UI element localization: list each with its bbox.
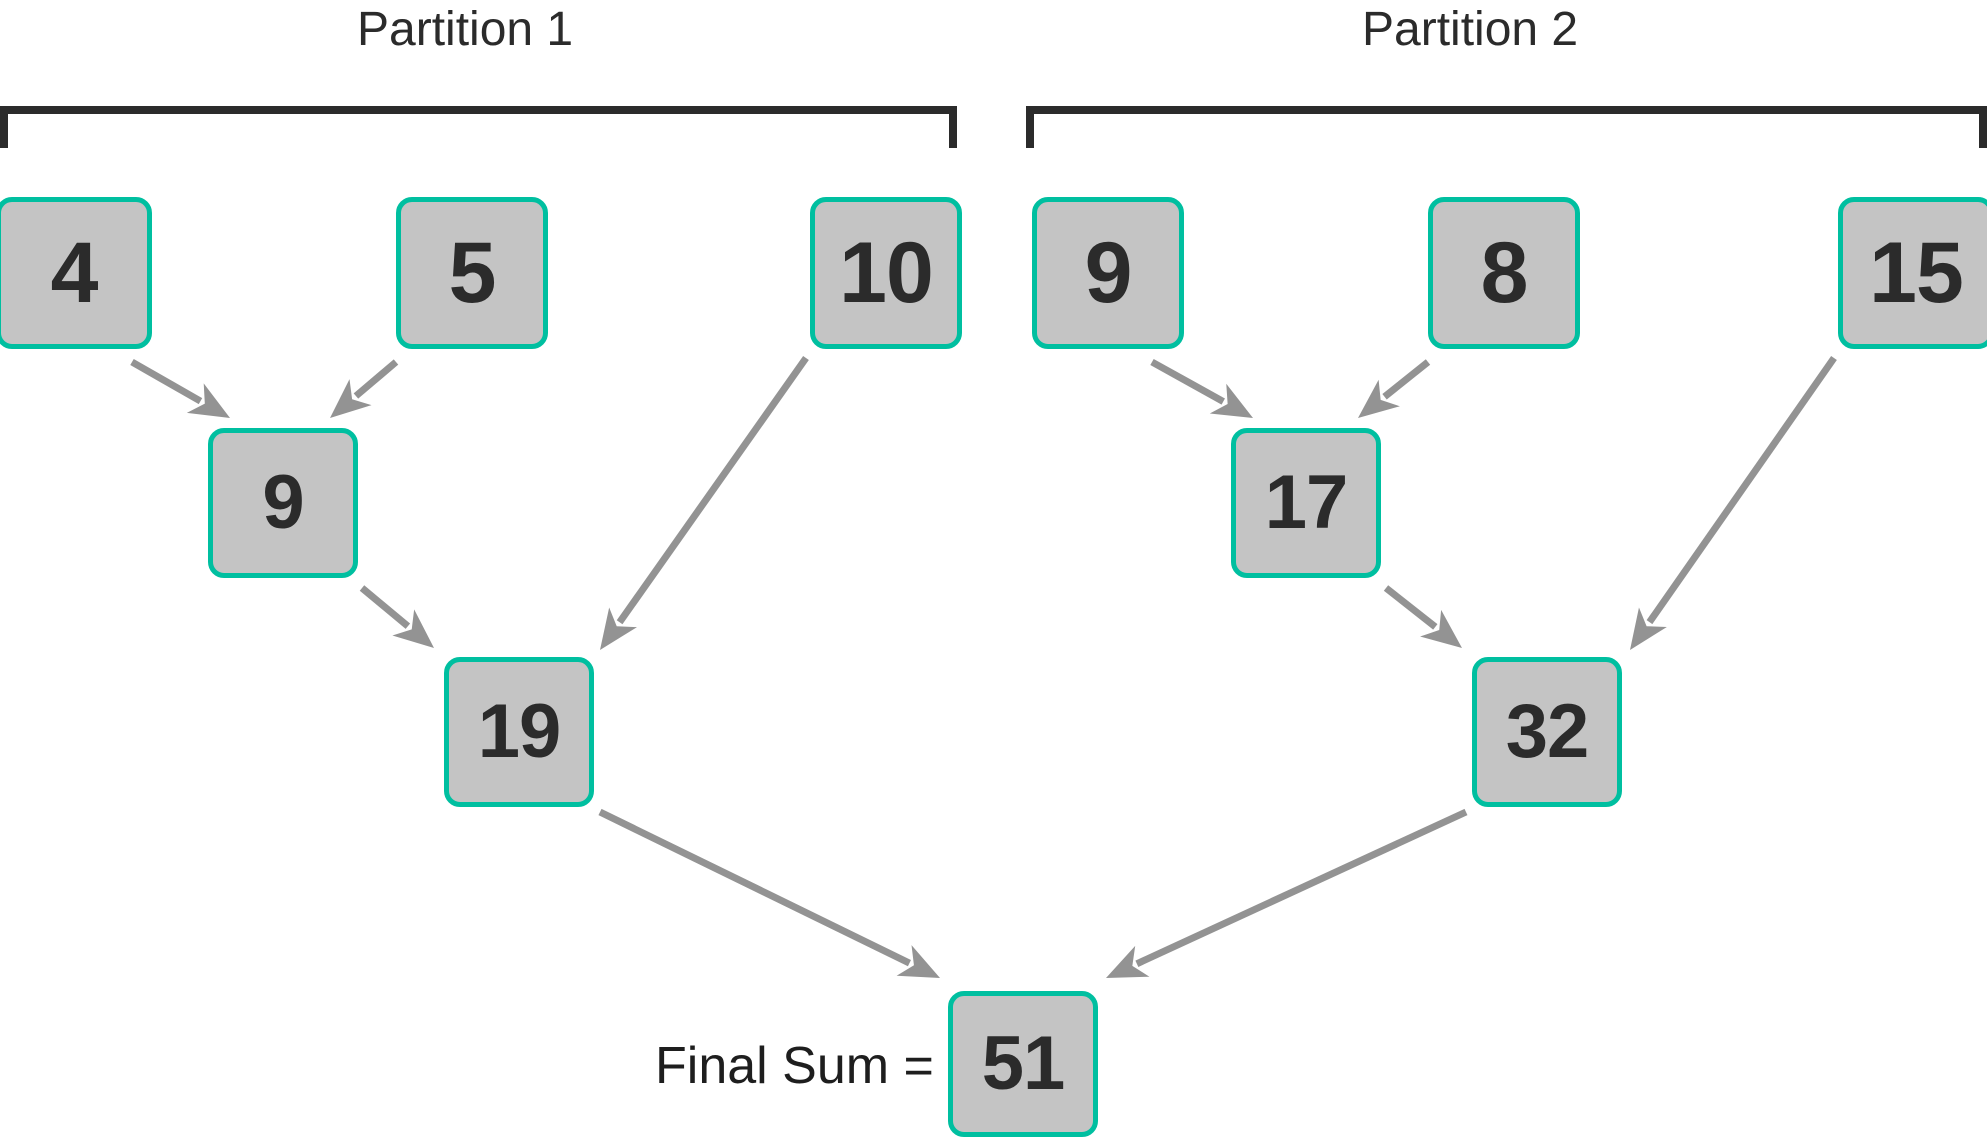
node-leaf-10[interactable]: 10 — [810, 197, 962, 349]
node-total-51[interactable]: 51 — [948, 991, 1098, 1137]
node-leaf-8[interactable]: 8 — [1428, 197, 1580, 349]
node-value: 4 — [50, 225, 99, 321]
node-sub-32[interactable]: 32 — [1472, 657, 1622, 807]
node-leaf-4[interactable]: 4 — [0, 197, 152, 349]
edge-9-to-19 — [359, 585, 434, 648]
node-value: 51 — [981, 1021, 1066, 1106]
node-sub-19[interactable]: 19 — [444, 657, 594, 807]
node-value: 9 — [1084, 225, 1133, 321]
partition-2-bracket — [1026, 106, 1987, 148]
node-value: 9 — [262, 460, 304, 545]
edge-9b-to-17 — [1150, 358, 1253, 418]
node-value: 32 — [1505, 689, 1590, 774]
node-value: 8 — [1480, 225, 1529, 321]
final-sum-label: Final Sum = — [655, 1037, 934, 1095]
node-leaf-9[interactable]: 9 — [1032, 197, 1184, 349]
node-mid-9[interactable]: 9 — [208, 428, 358, 578]
node-value: 19 — [477, 689, 562, 774]
node-value: 17 — [1264, 460, 1349, 545]
edge-32-to-51 — [1106, 808, 1468, 978]
edge-8-to-17 — [1358, 359, 1431, 418]
node-mid-17[interactable]: 17 — [1231, 428, 1381, 578]
node-leaf-15[interactable]: 15 — [1838, 197, 1987, 349]
edge-5-to-9 — [330, 359, 399, 418]
edge-4-to-9 — [130, 358, 230, 418]
edge-19-to-51 — [598, 808, 940, 978]
edge-15-to-32 — [1630, 355, 1837, 650]
node-value: 10 — [839, 225, 934, 321]
node-leaf-5[interactable]: 5 — [396, 197, 548, 349]
edge-17-to-32 — [1383, 585, 1462, 648]
partition-1-label: Partition 1 — [357, 3, 574, 56]
partition-1-bracket — [0, 106, 957, 148]
node-value: 5 — [448, 225, 497, 321]
edge-10-to-19 — [600, 355, 809, 650]
partition-2-label: Partition 2 — [1362, 3, 1579, 56]
node-value: 15 — [1869, 225, 1964, 321]
